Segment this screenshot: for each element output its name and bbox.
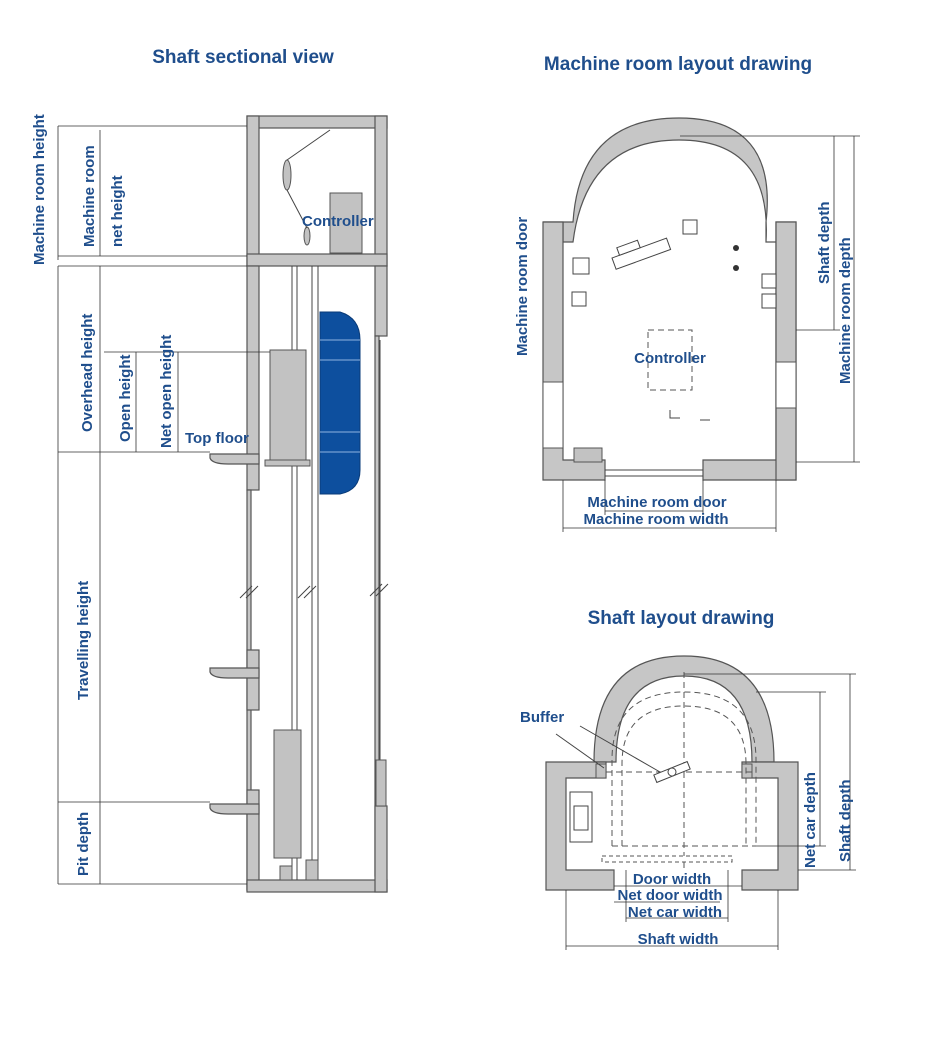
shaft-depth-label: Shaft depth bbox=[837, 780, 854, 863]
equipment-box bbox=[572, 257, 590, 275]
elevator-car bbox=[319, 311, 361, 495]
machine-room-left-wall bbox=[246, 115, 260, 267]
break-mark bbox=[369, 583, 389, 597]
shaft-layout-drawing: Buffer Net car depth Shaft depth Door wi… bbox=[520, 655, 856, 950]
counterweight-buffer bbox=[305, 859, 319, 881]
machine-room-layout-drawing: Controller Machine room door Shaft depth… bbox=[514, 117, 860, 532]
hoist-rope bbox=[286, 189, 308, 229]
equipment-box bbox=[682, 219, 698, 235]
machine-room-net-height-label-2: net height bbox=[109, 175, 126, 247]
machine-room-net-height-label-1: Machine room bbox=[81, 145, 98, 247]
machine-room-door-vertical-label: Machine room door bbox=[514, 217, 531, 356]
middle-floor-slab bbox=[209, 667, 260, 679]
sectional-view-title: Shaft sectional view bbox=[152, 47, 334, 68]
shaft-left-wall-mid bbox=[246, 649, 260, 711]
controller-outline bbox=[647, 329, 693, 391]
bottom-floor-slab bbox=[209, 803, 260, 815]
net-car-depth-label: Net car depth bbox=[802, 772, 819, 868]
machine-room-vent bbox=[542, 381, 564, 449]
equipment-box bbox=[761, 293, 777, 309]
buffer-right bbox=[741, 763, 753, 779]
machine-room-depth-label: Machine room depth bbox=[837, 237, 854, 384]
net-door-width-label: Net door width bbox=[618, 887, 723, 904]
controller-cabinet bbox=[329, 192, 363, 254]
car-sling bbox=[269, 349, 307, 461]
shaft-depth-label: Shaft depth bbox=[816, 202, 833, 285]
car-outline-dashed bbox=[611, 691, 757, 846]
buffer-left bbox=[595, 763, 607, 779]
traction-sheave bbox=[282, 159, 292, 191]
pit-depth-label: Pit depth bbox=[75, 812, 92, 876]
rope-hole bbox=[733, 245, 739, 251]
shaft-sectional-drawing: Controller bbox=[31, 114, 389, 893]
equipment-box bbox=[761, 273, 777, 289]
machine-room-title: Machine room layout drawing bbox=[544, 54, 812, 75]
shaft-right-wall-upper bbox=[374, 265, 388, 337]
controller-label: Controller bbox=[634, 350, 706, 367]
door-frame bbox=[573, 447, 603, 463]
net-open-height-label: Net open height bbox=[158, 335, 175, 448]
buffer-leader bbox=[555, 733, 605, 769]
break-mark bbox=[297, 585, 317, 599]
car-platform bbox=[264, 459, 311, 467]
shaft-left-wall-upper bbox=[246, 265, 260, 491]
car-guide-shoe bbox=[653, 760, 691, 784]
break-mark bbox=[239, 585, 259, 599]
buffer-leader bbox=[579, 725, 661, 773]
buffer-label: Buffer bbox=[520, 709, 564, 726]
machine-room-right-wall bbox=[775, 221, 797, 481]
travelling-height-label: Travelling height bbox=[75, 581, 92, 700]
counterweight bbox=[273, 729, 302, 859]
machine-room-floor bbox=[246, 253, 388, 267]
rope-hole bbox=[733, 265, 739, 271]
floor-mark bbox=[669, 410, 710, 421]
shaft-width-label: Shaft width bbox=[638, 931, 719, 948]
door-width-label: Door width bbox=[633, 871, 711, 888]
machine-room-door-label: Machine room door bbox=[587, 494, 726, 511]
top-floor-label: Top floor bbox=[185, 430, 249, 447]
hoist-rope bbox=[286, 129, 331, 161]
machine-room-right-wall bbox=[374, 115, 388, 267]
shaft-layout-title: Shaft layout drawing bbox=[588, 608, 775, 629]
car-inner-outline-dashed bbox=[621, 705, 747, 846]
equipment-box bbox=[571, 291, 587, 307]
counterweight-buffer-stand bbox=[375, 759, 387, 807]
pit-right-wall bbox=[374, 805, 388, 893]
machine-room-window bbox=[775, 361, 797, 409]
counterweight-frame bbox=[573, 805, 589, 831]
car-buffer bbox=[279, 865, 293, 881]
machine-room-width-label: Machine room width bbox=[583, 511, 728, 528]
overhead-height-label: Overhead height bbox=[79, 314, 96, 432]
machine-room-roof bbox=[246, 115, 388, 129]
shaft-right-wall bbox=[741, 761, 799, 891]
controller-label: Controller bbox=[302, 213, 374, 230]
top-floor-slab bbox=[209, 453, 260, 465]
net-car-width-label: Net car width bbox=[628, 904, 722, 921]
traction-machine bbox=[611, 237, 672, 270]
car-door bbox=[601, 855, 733, 863]
machine-room-height-label: Machine room height bbox=[31, 114, 48, 265]
pit-floor bbox=[246, 879, 388, 893]
open-height-label: Open height bbox=[117, 355, 134, 443]
